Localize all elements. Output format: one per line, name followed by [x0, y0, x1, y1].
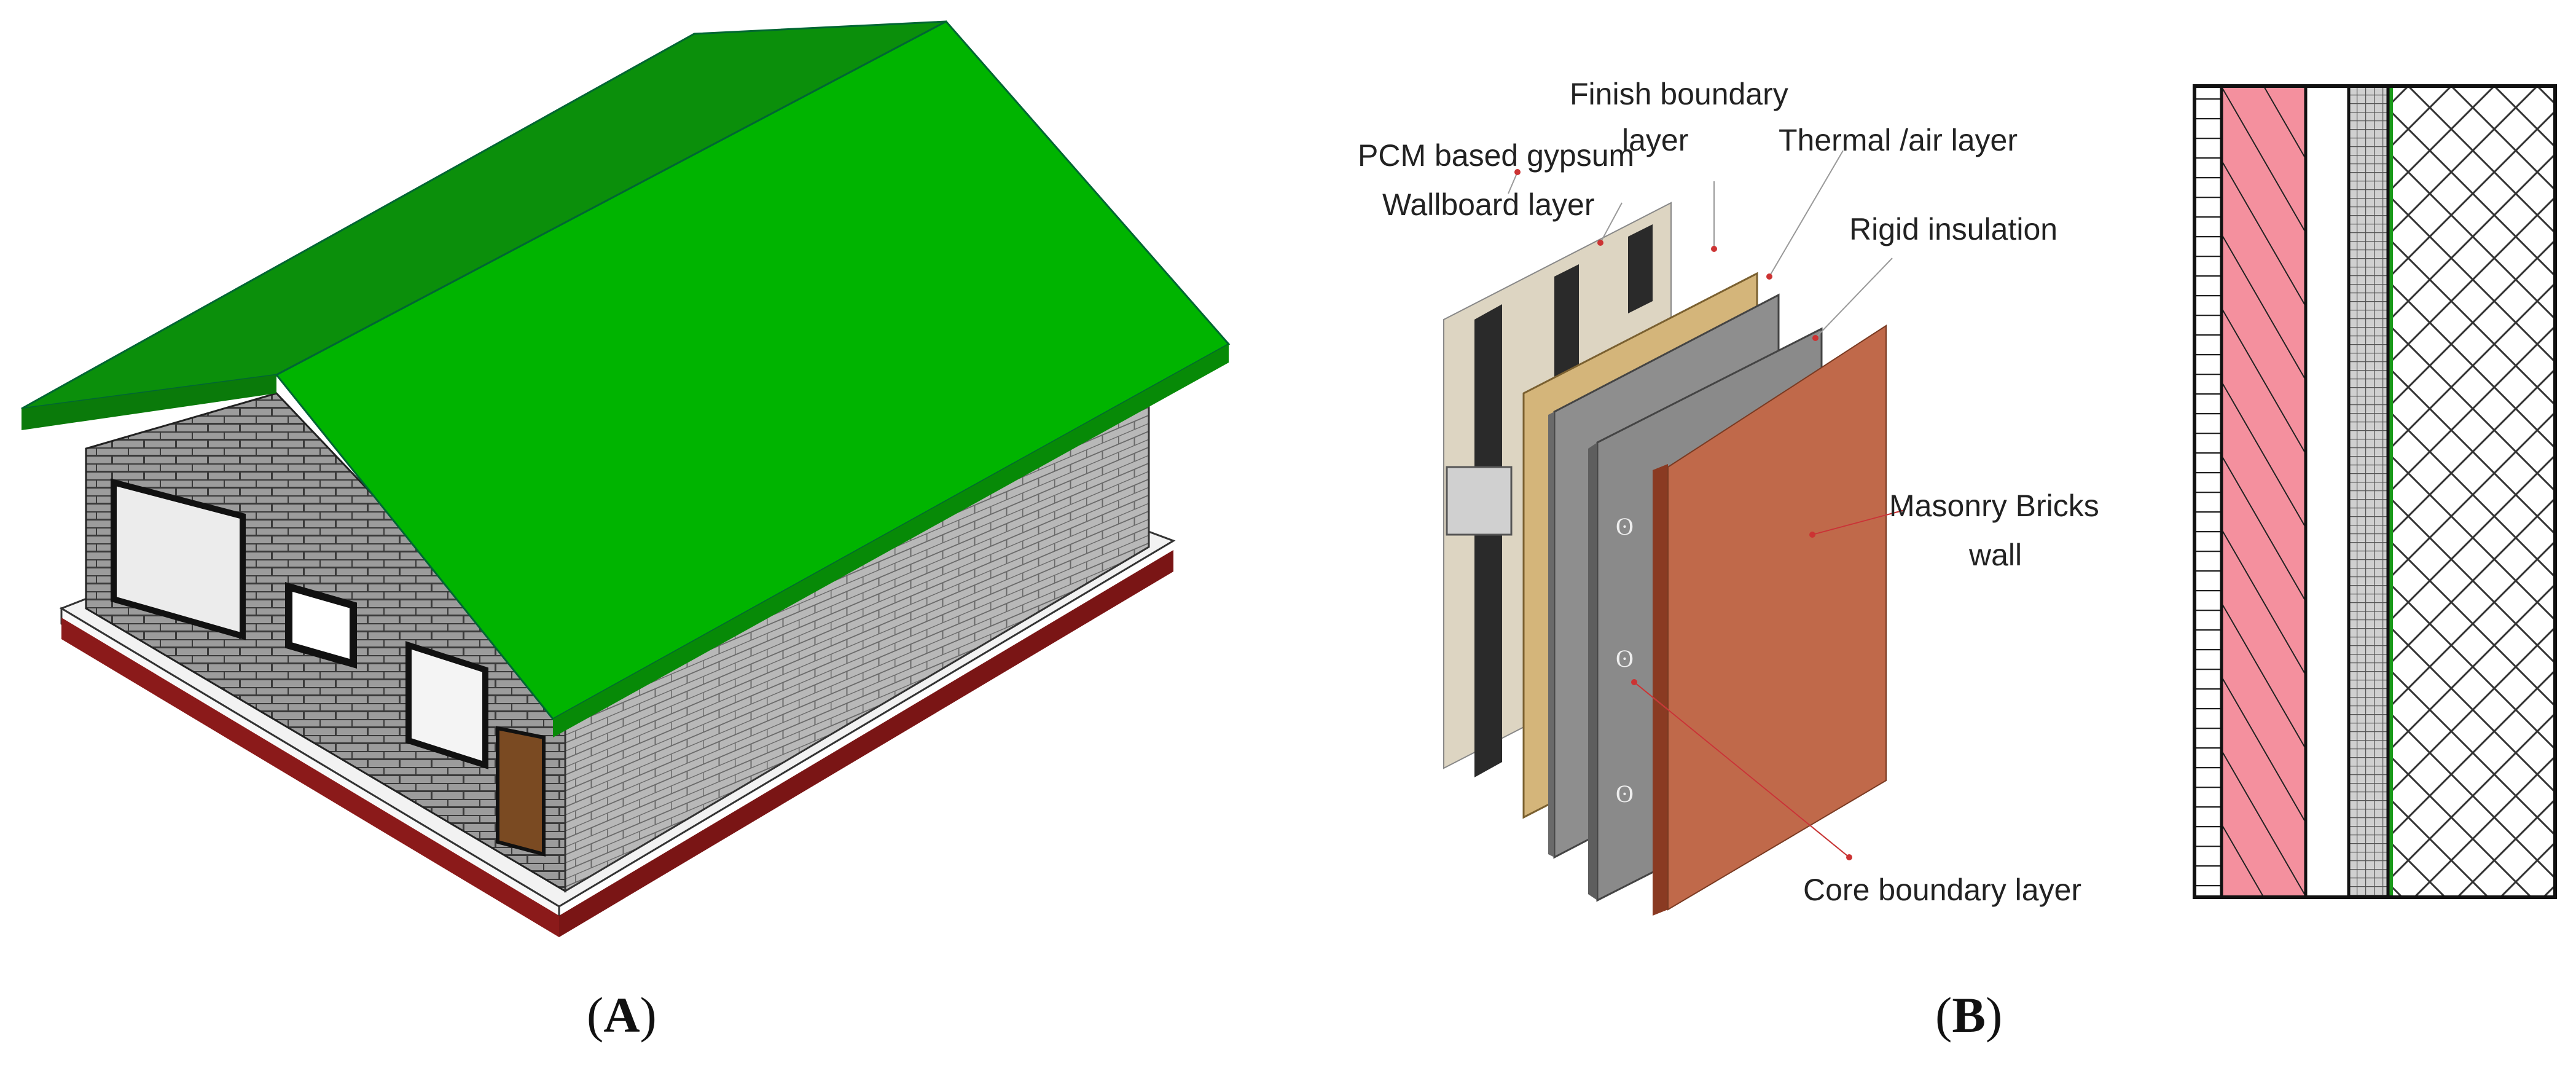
label-rigid: Rigid insulation [1849, 212, 2057, 246]
section-cross-hatch [2393, 86, 2555, 897]
exploded-wall-illustration: ʘ ʘ ʘ PCM based gypsum Wallboard layer [1358, 77, 2099, 916]
section-fine-grid [2349, 86, 2388, 897]
caption-a: (A) [587, 986, 657, 1044]
label-masonry-line1: Masonry Bricks [1889, 489, 2099, 523]
window-medium[interactable] [409, 645, 485, 765]
label-finish-line1: Finish boundary [1570, 77, 1788, 111]
label-core: Core boundary layer [1803, 873, 2081, 907]
stud-1 [1474, 304, 1502, 777]
label-pcm-line1: PCM based gypsum [1358, 138, 1634, 173]
stud-3 [1628, 224, 1653, 313]
section-brick-hatch [2222, 86, 2306, 897]
stud-bracket [1447, 467, 1511, 535]
section-air-gap [2306, 86, 2349, 897]
label-masonry-line2: wall [1968, 538, 2022, 572]
door[interactable] [498, 728, 544, 854]
rigid-insulation-edge [1588, 442, 1597, 900]
fastener-mark-1: ʘ [1616, 513, 1634, 540]
fastener-mark-2: ʘ [1616, 645, 1634, 672]
label-thermal: Thermal /air layer [1779, 123, 2018, 157]
house-illustration [22, 22, 1229, 937]
fastener-mark-3: ʘ [1616, 780, 1634, 808]
wall-section-illustration [2194, 86, 2555, 897]
caption-b: (B) [1935, 986, 2002, 1044]
thermal-layer-edge [1548, 412, 1554, 857]
label-finish-line2: layer [1622, 123, 1688, 157]
label-pcm-line2: Wallboard layer [1382, 187, 1595, 222]
masonry-wall-side [1653, 464, 1668, 916]
section-gypsum-grid [2194, 86, 2222, 897]
